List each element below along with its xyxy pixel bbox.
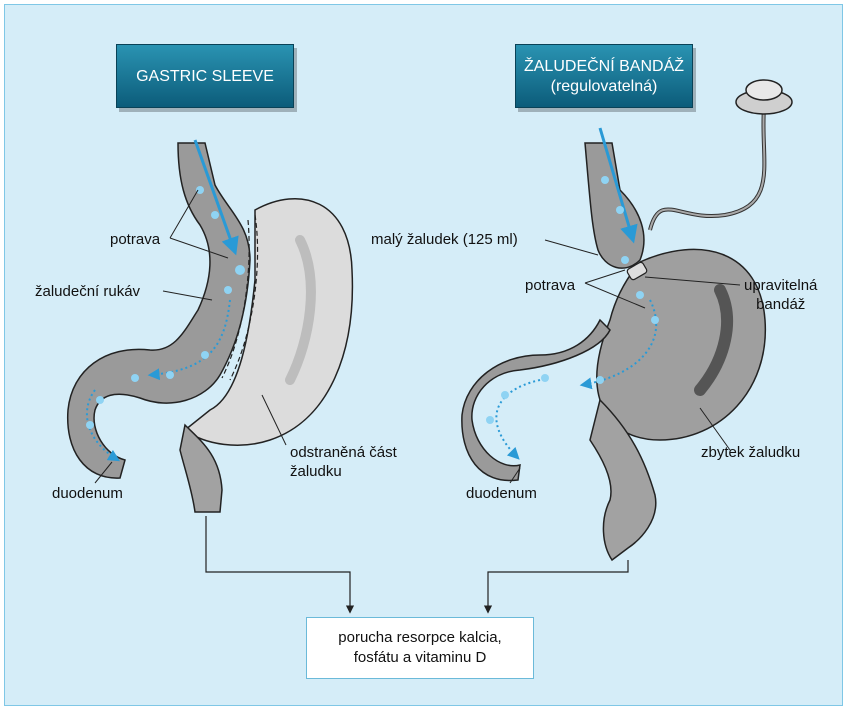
label-right-duodenum: duodenum	[466, 484, 537, 503]
result-line1: porucha resorpce kalcia,	[307, 628, 533, 648]
gastric-sleeve-organ	[68, 143, 258, 512]
header-gastric-band-line1: ŽALUDEČNÍ BANDÁŽ	[516, 57, 692, 77]
label-bandaz-line2: bandáž	[744, 295, 817, 314]
label-upravitelna-bandaz: upravitelná bandáž	[744, 276, 817, 314]
header-gastric-sleeve: GASTRIC SLEEVE	[116, 44, 294, 108]
result-connectors	[206, 516, 628, 612]
label-zaludecni-rukav: žaludeční rukáv	[35, 282, 140, 301]
label-odstranena-line2: žaludku	[290, 462, 397, 481]
label-odstranena-cast: odstraněná část žaludku	[290, 443, 397, 481]
header-gastric-band-line2: (regulovatelná)	[516, 77, 692, 97]
label-right-potrava: potrava	[525, 276, 575, 295]
label-maly-zaludek: malý žaludek (125 ml)	[371, 230, 518, 249]
label-zbytek-zaludku: zbytek žaludku	[701, 443, 800, 462]
header-gastric-band: ŽALUDEČNÍ BANDÁŽ (regulovatelná)	[515, 44, 693, 108]
result-box: porucha resorpce kalcia, fosfátu a vitam…	[306, 617, 534, 679]
result-line2: fosfátu a vitaminu D	[307, 648, 533, 668]
label-odstranena-line1: odstraněná část	[290, 443, 397, 462]
header-gastric-sleeve-text: GASTRIC SLEEVE	[136, 68, 274, 85]
label-left-duodenum: duodenum	[52, 484, 123, 503]
label-bandaz-line1: upravitelná	[744, 276, 817, 295]
label-left-potrava: potrava	[110, 230, 160, 249]
